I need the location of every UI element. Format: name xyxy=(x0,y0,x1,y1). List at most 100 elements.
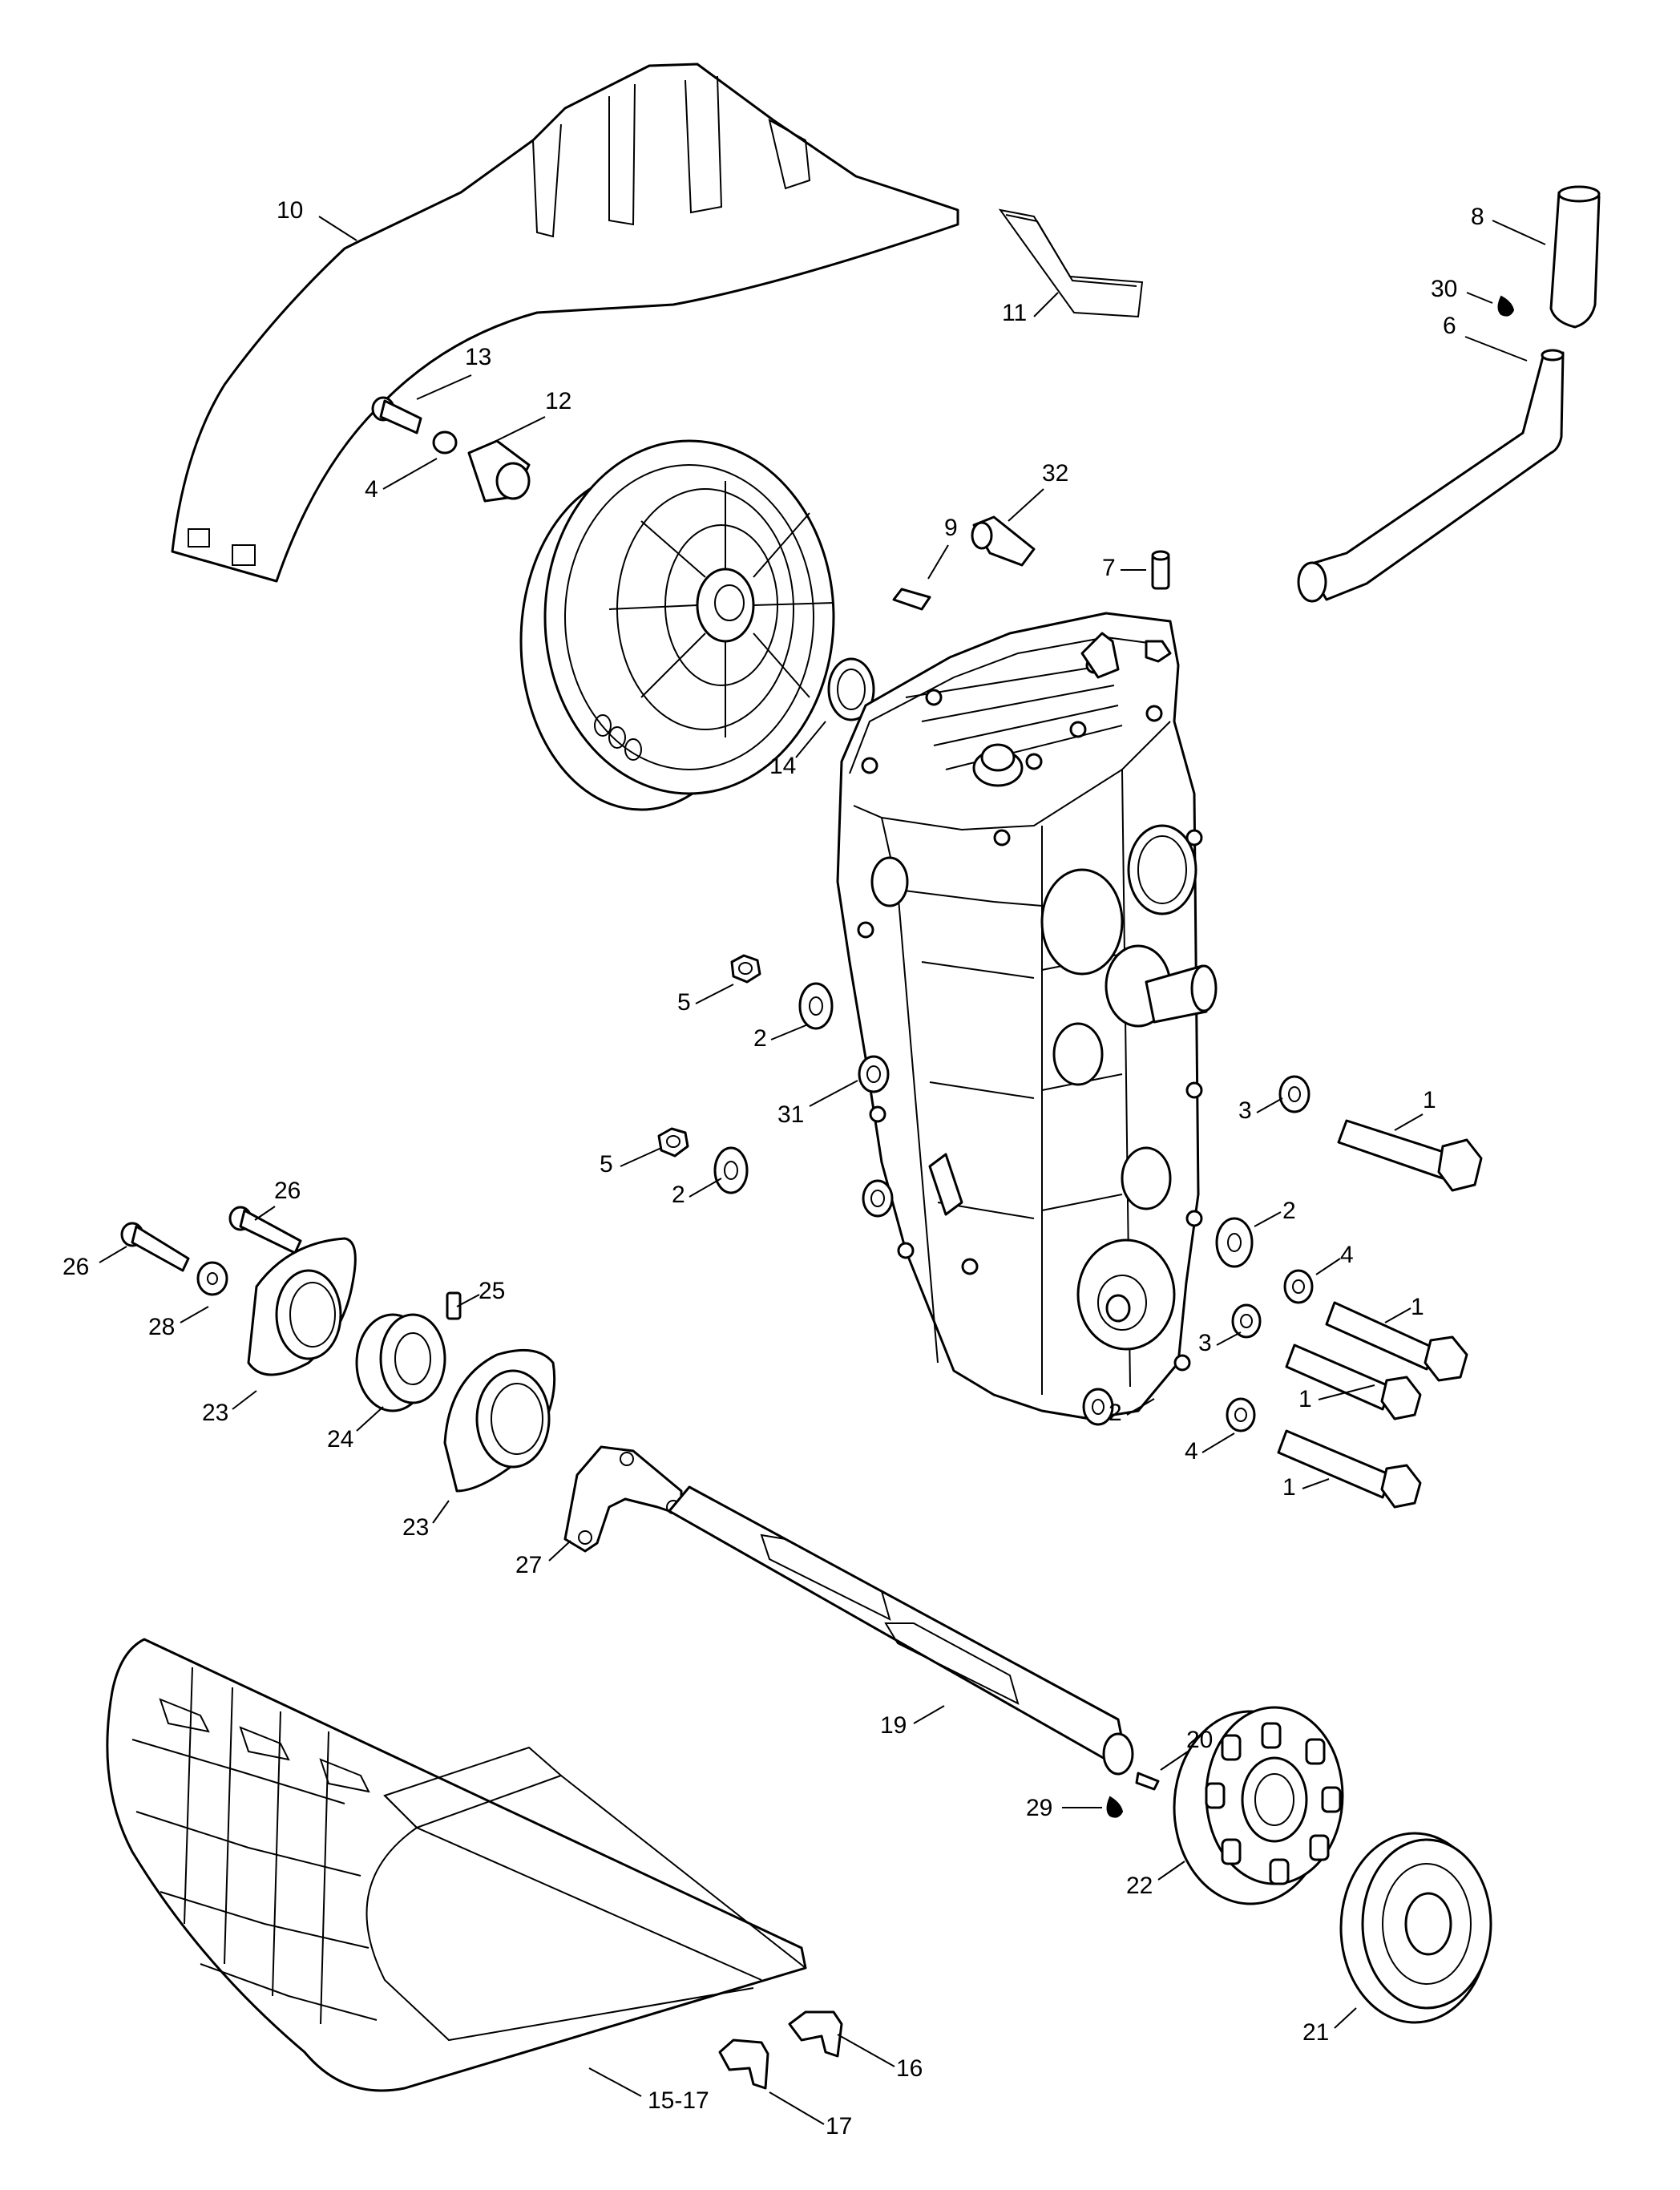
callout-c2a: 2 xyxy=(753,1024,809,1052)
callout-label: 5 xyxy=(677,989,691,1016)
part-16-clip xyxy=(788,2010,843,2058)
callout-c4a: 4 xyxy=(365,458,438,503)
part-32-bracket xyxy=(971,515,1036,567)
part-1-bolt-c xyxy=(1285,1343,1422,1420)
callout-c20: 20 xyxy=(1160,1727,1213,1771)
leader-line xyxy=(99,1246,127,1263)
part-29-lubricant-icon xyxy=(1106,1796,1124,1818)
callout-c6: 6 xyxy=(1443,313,1528,362)
callout-c29: 29 xyxy=(1026,1795,1102,1821)
part-5-nut-upper xyxy=(730,954,761,984)
leader-line xyxy=(620,1147,662,1167)
part-2-washer-upper xyxy=(798,982,834,1030)
part-22-sprocket xyxy=(1173,1706,1344,1905)
leader-line xyxy=(913,1705,945,1724)
leader-line xyxy=(588,2067,642,2097)
callout-label: 25 xyxy=(479,1278,505,1304)
callout-label: 8 xyxy=(1471,204,1484,230)
callout-c19: 19 xyxy=(880,1705,945,1739)
leader-line xyxy=(1033,292,1059,317)
part-31-shim-lower xyxy=(862,1179,894,1218)
part-14-seal xyxy=(827,657,875,721)
leader-line xyxy=(1256,1097,1283,1113)
part-23-flange-right xyxy=(443,1348,556,1493)
callout-label: 3 xyxy=(1198,1330,1212,1356)
callout-label: 30 xyxy=(1431,276,1457,302)
callout-c5b: 5 xyxy=(600,1147,662,1178)
callout-c3b: 3 xyxy=(1198,1330,1242,1356)
callout-c28: 28 xyxy=(148,1306,209,1340)
part-7-pin xyxy=(1151,550,1170,590)
leader-line xyxy=(1318,1384,1375,1400)
callout-c1b: 1 xyxy=(1384,1294,1424,1323)
part-15-track xyxy=(106,1638,807,2092)
callout-c1a: 1 xyxy=(1394,1087,1436,1131)
part-26-bolt-right xyxy=(228,1206,302,1255)
callout-c27: 27 xyxy=(515,1540,571,1578)
leader-line xyxy=(548,1540,571,1562)
callout-label: 27 xyxy=(515,1552,542,1578)
callout-label: 32 xyxy=(1042,460,1068,487)
callout-c5a: 5 xyxy=(677,984,734,1016)
part-19-axle xyxy=(668,1485,1134,1776)
chaincase-housing xyxy=(836,612,1218,1420)
callout-c7: 7 xyxy=(1102,555,1146,581)
part-24-bearing xyxy=(355,1313,446,1412)
leader-line xyxy=(1008,488,1044,522)
callout-c14: 14 xyxy=(769,721,826,779)
callout-label: 9 xyxy=(944,515,958,541)
part-1-bolt-d xyxy=(1277,1429,1422,1509)
leader-line xyxy=(1157,1861,1185,1881)
leader-line xyxy=(689,1178,722,1198)
callout-label: 23 xyxy=(402,1514,429,1541)
callout-label: 16 xyxy=(896,2055,923,2082)
callout-c4c: 4 xyxy=(1185,1432,1235,1465)
callout-label: 1 xyxy=(1423,1087,1436,1113)
callout-c4b: 4 xyxy=(1315,1242,1354,1275)
part-26-bolt-left xyxy=(120,1222,190,1272)
drive-pulley xyxy=(519,439,835,811)
part-13-bolt xyxy=(371,396,422,434)
part-17-clip xyxy=(718,2038,769,2090)
callout-label: 4 xyxy=(1185,1438,1198,1465)
part-3-washer-upper xyxy=(1278,1075,1310,1113)
part-5-nut-lower xyxy=(657,1127,689,1158)
part-1-bolt-a xyxy=(1337,1119,1483,1192)
leader-line xyxy=(1160,1751,1189,1771)
leader-line xyxy=(356,1406,384,1432)
callout-label: 3 xyxy=(1238,1097,1252,1124)
callout-c22: 22 xyxy=(1126,1861,1185,1899)
part-4-lockwasher-lower xyxy=(1226,1397,1256,1432)
callout-label: 1 xyxy=(1282,1474,1296,1501)
callout-c24: 24 xyxy=(327,1406,384,1453)
callout-c13: 13 xyxy=(416,344,491,400)
callout-label: 2 xyxy=(672,1182,685,1208)
part-30-lubricant-icon xyxy=(1497,295,1515,317)
part-2-washer-lower xyxy=(713,1146,749,1194)
leader-line xyxy=(254,1206,276,1221)
leader-line xyxy=(432,1500,450,1524)
part-2-washer-bottom xyxy=(1082,1388,1114,1426)
callout-label: 26 xyxy=(274,1178,301,1204)
leader-line xyxy=(795,721,826,758)
leader-line xyxy=(1466,292,1493,304)
callout-label: 12 xyxy=(545,388,571,414)
leader-line xyxy=(1254,1211,1282,1227)
callout-c2d: 2 xyxy=(1109,1398,1155,1426)
callout-label: 4 xyxy=(1340,1242,1354,1268)
callout-c2b: 2 xyxy=(672,1178,722,1208)
callout-label: 7 xyxy=(1102,555,1116,581)
leader-line xyxy=(927,544,949,580)
callout-label: 2 xyxy=(1282,1198,1296,1224)
callout-label: 2 xyxy=(753,1025,767,1052)
part-23-flange-left xyxy=(247,1237,357,1376)
part-27-bracket xyxy=(563,1445,683,1553)
part-6-lever xyxy=(1297,349,1565,603)
callout-label: 14 xyxy=(769,753,796,779)
callout-label: 31 xyxy=(777,1101,804,1128)
leader-line xyxy=(769,2091,825,2125)
part-3-washer-lower xyxy=(1231,1303,1262,1339)
callout-label: 21 xyxy=(1302,2019,1329,2046)
